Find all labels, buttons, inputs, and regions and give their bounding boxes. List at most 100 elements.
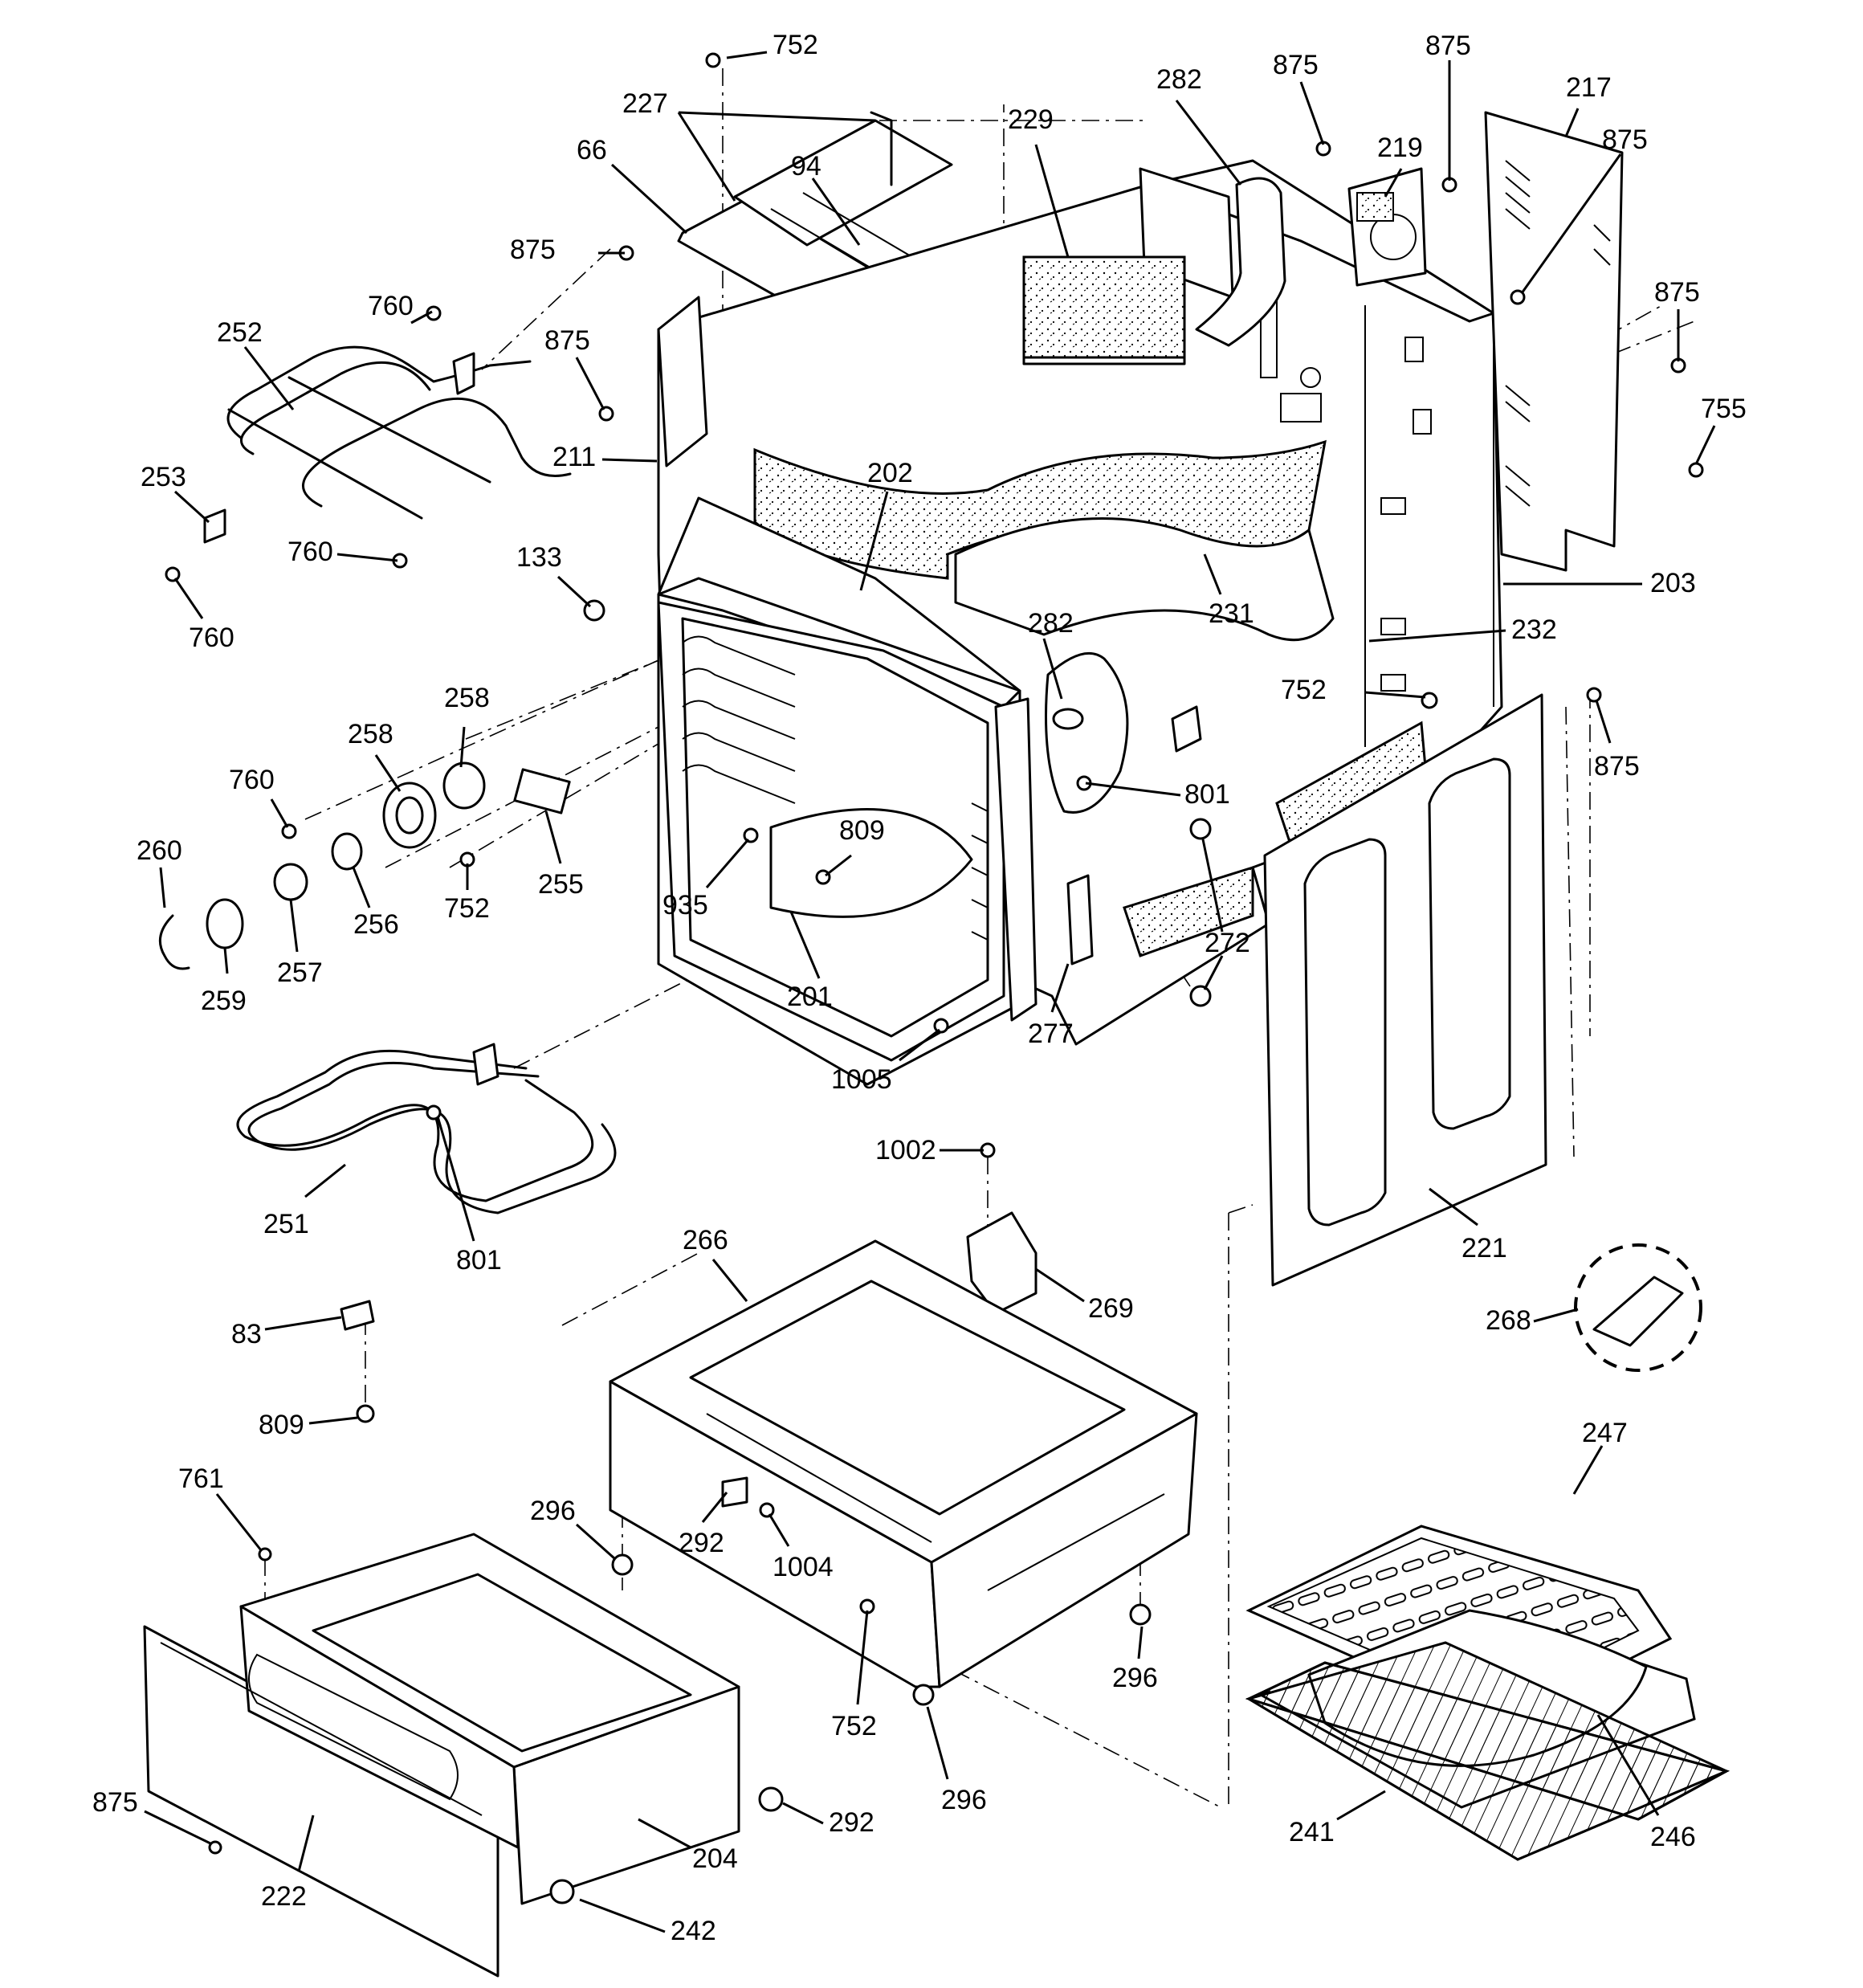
callout-292-1: 292 bbox=[679, 1492, 728, 1558]
callout-875-1: 875 bbox=[1273, 50, 1325, 145]
callout-801-1: 801 bbox=[1085, 779, 1230, 810]
callout-label: 296 bbox=[1112, 1663, 1158, 1693]
callout-label: 282 bbox=[1028, 608, 1074, 639]
callout-222: 222 bbox=[261, 1815, 315, 1912]
mounting-bracket-269 bbox=[966, 1211, 1037, 1315]
storage-drawer bbox=[143, 1533, 740, 1978]
callout-label: 260 bbox=[137, 835, 182, 866]
callout-83: 83 bbox=[231, 1316, 342, 1349]
callout-label: 211 bbox=[552, 442, 596, 472]
callout-258-1: 258 bbox=[444, 683, 490, 768]
callout-label: 875 bbox=[92, 1787, 138, 1818]
callout-875-5: 875 bbox=[510, 235, 625, 265]
callout-260: 260 bbox=[137, 835, 182, 908]
callout-label: 256 bbox=[353, 909, 399, 940]
callout-211: 211 bbox=[552, 442, 658, 472]
callout-760-3: 760 bbox=[173, 578, 234, 653]
callout-221: 221 bbox=[1429, 1187, 1507, 1263]
callout-label: 296 bbox=[941, 1785, 987, 1815]
callout-242: 242 bbox=[579, 1898, 716, 1946]
callout-label: 83 bbox=[231, 1319, 262, 1349]
callout-94: 94 bbox=[791, 151, 861, 246]
callout-231: 231 bbox=[1203, 553, 1254, 629]
callout-251: 251 bbox=[263, 1163, 346, 1239]
callout-label: 875 bbox=[1425, 31, 1471, 61]
callout-label: 204 bbox=[692, 1843, 738, 1874]
callout-282-mid: 282 bbox=[1028, 608, 1074, 700]
callout-219: 219 bbox=[1377, 133, 1423, 198]
callout-253: 253 bbox=[141, 462, 210, 524]
callout-label: 809 bbox=[259, 1410, 304, 1440]
callout-227: 227 bbox=[622, 88, 876, 202]
callout-label: 760 bbox=[368, 291, 414, 321]
callout-266: 266 bbox=[683, 1225, 748, 1302]
callout-label: 266 bbox=[683, 1225, 728, 1255]
callout-232: 232 bbox=[1368, 614, 1557, 645]
callout-66: 66 bbox=[577, 135, 688, 235]
callout-875-3: 875 bbox=[1520, 125, 1648, 294]
callout-label: 760 bbox=[229, 765, 275, 795]
callout-246: 246 bbox=[1596, 1714, 1696, 1852]
callout-296-3: 296 bbox=[926, 1706, 987, 1815]
callout-label: 755 bbox=[1701, 394, 1747, 424]
callout-label: 752 bbox=[1281, 675, 1327, 705]
callout-label: 227 bbox=[622, 88, 668, 119]
callout-801-2: 801 bbox=[436, 1116, 502, 1276]
callout-label: 1004 bbox=[773, 1552, 834, 1582]
callout-201: 201 bbox=[787, 911, 833, 1012]
callout-label: 232 bbox=[1511, 614, 1557, 645]
drawer-base-frame bbox=[609, 1239, 1198, 1688]
callout-252: 252 bbox=[217, 317, 295, 410]
callout-875-2: 875 bbox=[1425, 31, 1471, 181]
callout-label: 1002 bbox=[875, 1135, 936, 1165]
callout-label: 296 bbox=[530, 1496, 576, 1526]
callout-268: 268 bbox=[1486, 1305, 1579, 1336]
callout-label: 801 bbox=[456, 1245, 502, 1276]
callout-label: 875 bbox=[1594, 751, 1640, 782]
callout-229: 229 bbox=[1008, 104, 1070, 258]
callout-258-2: 258 bbox=[348, 719, 402, 792]
callout-label: 761 bbox=[178, 1463, 224, 1494]
callout-label: 229 bbox=[1008, 104, 1054, 135]
callout-269: 269 bbox=[1035, 1268, 1134, 1324]
callout-label: 875 bbox=[544, 325, 590, 356]
callout-1002: 1002 bbox=[875, 1135, 984, 1165]
callout-282-top: 282 bbox=[1156, 64, 1242, 186]
callout-label: 752 bbox=[444, 893, 490, 924]
callout-259: 259 bbox=[201, 947, 247, 1016]
callout-277: 277 bbox=[1028, 963, 1074, 1049]
callout-935: 935 bbox=[662, 839, 750, 921]
callout-label: 257 bbox=[277, 957, 323, 988]
vent-duct bbox=[1022, 167, 1286, 365]
callout-label: 875 bbox=[510, 235, 556, 265]
callout-label: 217 bbox=[1566, 72, 1612, 103]
callout-875-4: 875 bbox=[1654, 277, 1700, 361]
callout-label: 94 bbox=[791, 151, 821, 182]
callout-257: 257 bbox=[277, 899, 323, 988]
callout-label: 255 bbox=[538, 869, 584, 900]
callout-272: 272 bbox=[1201, 839, 1250, 990]
callout-133: 133 bbox=[516, 542, 592, 608]
callout-label: 752 bbox=[831, 1711, 877, 1741]
callout-label: 133 bbox=[516, 542, 562, 573]
callout-202: 202 bbox=[859, 458, 913, 591]
part-drawings bbox=[143, 52, 1731, 1978]
top-insulation-blanket bbox=[753, 439, 1335, 642]
callout-label: 246 bbox=[1650, 1822, 1696, 1852]
rear-bracket bbox=[1347, 167, 1427, 287]
callout-label: 269 bbox=[1088, 1293, 1134, 1324]
callout-752-top: 752 bbox=[726, 30, 818, 60]
callout-752-low: 752 bbox=[831, 1610, 877, 1741]
callout-label: 292 bbox=[679, 1528, 724, 1558]
callout-204: 204 bbox=[638, 1818, 738, 1874]
callout-203: 203 bbox=[1503, 568, 1696, 598]
callout-label: 268 bbox=[1486, 1305, 1531, 1336]
callout-875-7: 875 bbox=[1594, 700, 1640, 782]
oven-liner bbox=[657, 496, 1202, 1086]
callout-1005: 1005 bbox=[831, 1028, 940, 1095]
callout-809-1: 809 bbox=[825, 815, 885, 877]
callout-760-2: 760 bbox=[287, 537, 398, 567]
callout-label: 875 bbox=[1654, 277, 1700, 308]
callout-752-left: 752 bbox=[444, 863, 490, 924]
callout-label: 242 bbox=[671, 1916, 716, 1946]
